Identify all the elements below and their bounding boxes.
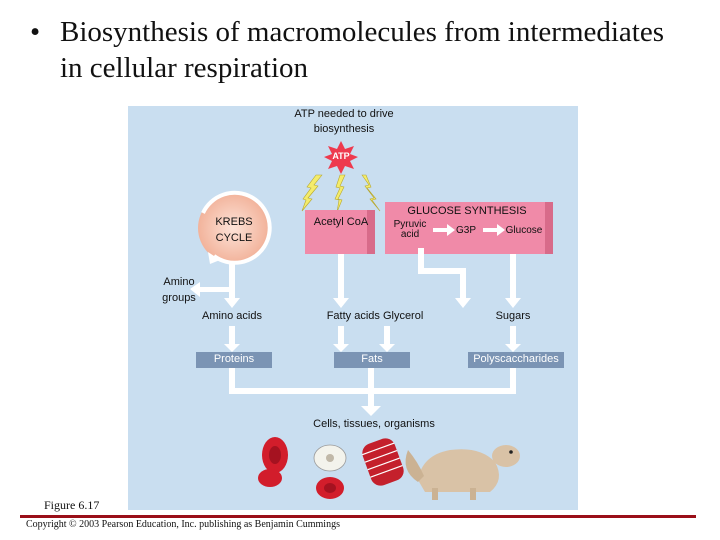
- atp-needed-label: ATP needed to drive biosynthesis: [294, 108, 394, 135]
- proteins-label: Proteins: [213, 353, 255, 365]
- diagram-panel: [128, 106, 578, 510]
- polysaccharides-box: [468, 352, 564, 368]
- slide-title-text: Biosynthesis of macromolecules from inte…: [60, 16, 665, 84]
- cells-tissues-label: Cells, tissues, organisms: [313, 418, 435, 430]
- amino-acids-label: Amino acids: [202, 310, 262, 322]
- sugars-label: Sugars: [495, 310, 531, 322]
- fatty-acids-glycerol-label: Fatty acids Glycerol: [326, 310, 424, 322]
- glucose-synthesis-box: [385, 202, 553, 254]
- g3p-label: G3P: [455, 225, 476, 236]
- atp-burst-icon: [324, 141, 358, 174]
- fats-label: Fats: [361, 353, 383, 365]
- pyruvic-acid-label: Pyruvic acid: [393, 219, 427, 240]
- proteins-box: [196, 352, 272, 368]
- cell-icon: [313, 444, 347, 472]
- fats-box: [334, 352, 410, 368]
- bullet-icon: •: [30, 16, 41, 48]
- acetyl-coa-label: Acetyl CoA: [313, 216, 369, 228]
- krebs-cycle-icon: [198, 190, 272, 265]
- squirrel-icon: [405, 445, 520, 500]
- muscle-tissue-icon: [362, 438, 404, 486]
- pathway-arrows: [190, 248, 521, 416]
- glucose-label: Glucose: [505, 225, 543, 236]
- krebs-cycle-label: KREBS CYCLE: [215, 216, 253, 244]
- energy-bolt-icons: [301, 174, 381, 213]
- amino-groups-label: Amino groups: [162, 276, 196, 304]
- figure-label: Figure 6.17: [44, 498, 100, 512]
- acetyl-coa-box: [305, 210, 375, 254]
- glucose-synthesis-label: GLUCOSE SYNTHESIS: [407, 205, 527, 217]
- red-blood-cells-icon: [258, 437, 344, 499]
- atp-label: ATP: [332, 151, 350, 161]
- copyright-text: Copyright © 2003 Pearson Education, Inc.…: [26, 519, 340, 530]
- slide-title: • Biosynthesis of macromolecules from in…: [30, 14, 690, 86]
- polysaccharides-label: Polyscaccharides: [473, 353, 559, 365]
- footer-rule: [20, 515, 696, 518]
